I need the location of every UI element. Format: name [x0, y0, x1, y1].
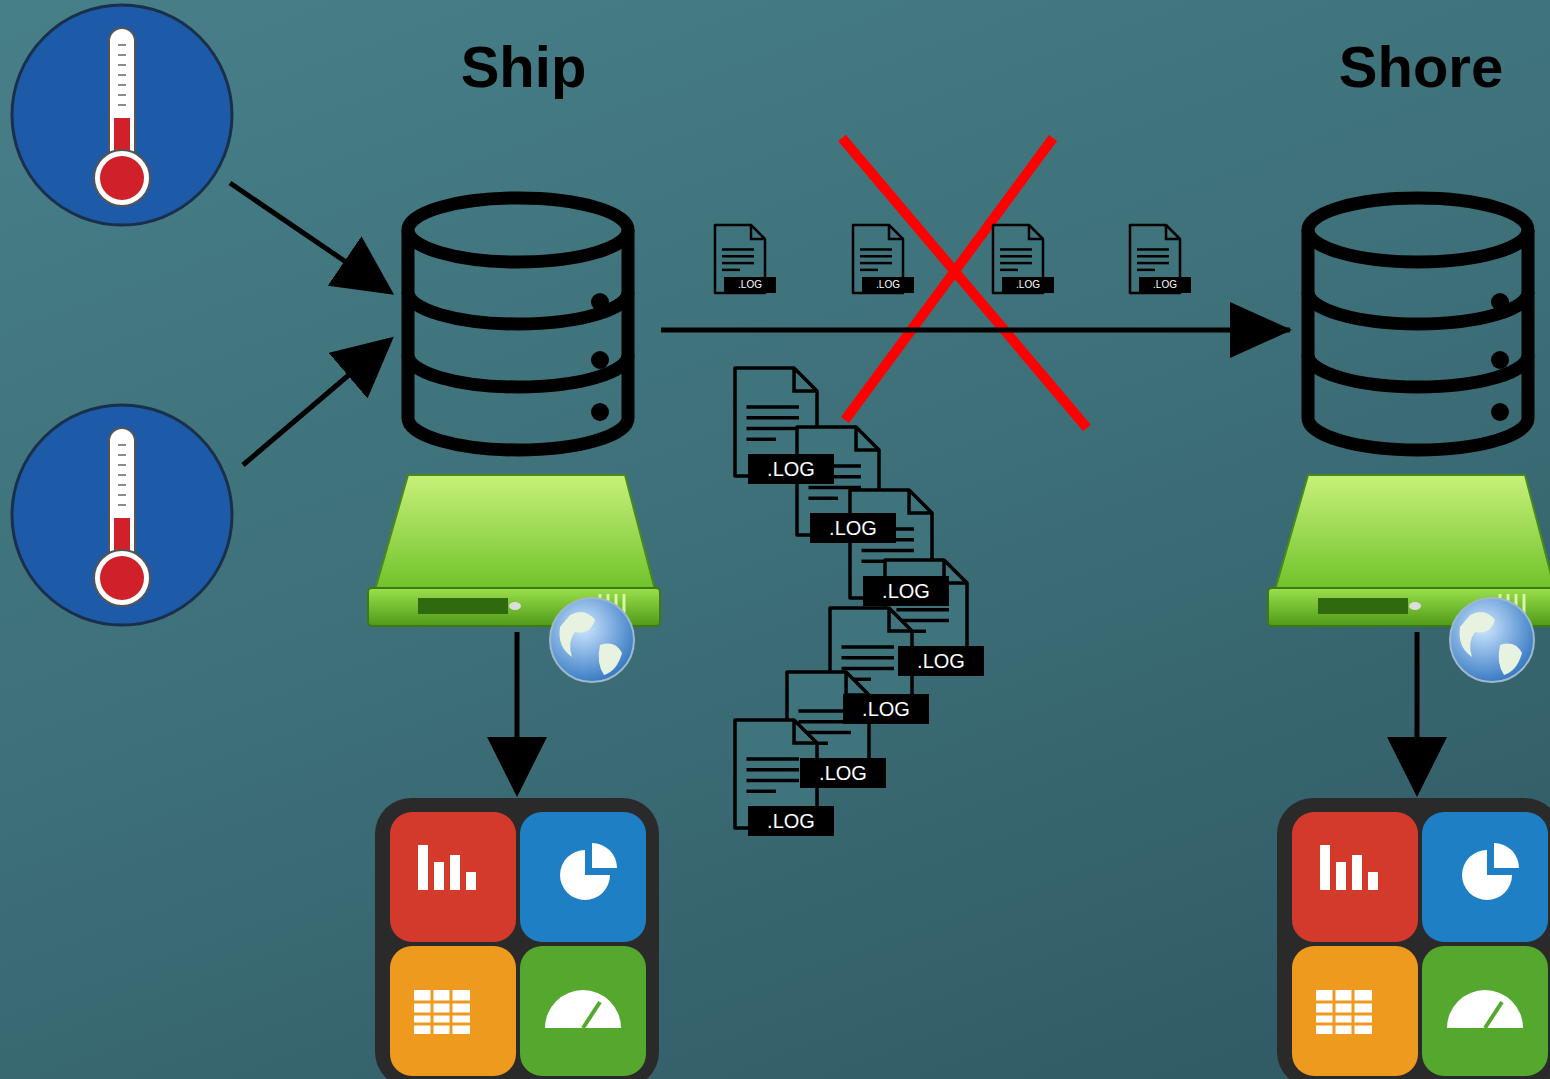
file-tag: .LOG — [843, 694, 929, 724]
file-tag: .LOG — [863, 576, 949, 606]
sensor-arrow — [230, 183, 390, 465]
database-node: Ship — [390, 38, 657, 460]
database-cylinder — [1300, 190, 1536, 458]
web-server — [1268, 475, 1550, 682]
database-cylinder — [400, 190, 636, 458]
file-tag: .LOG — [862, 277, 914, 293]
dashboard-icon — [1277, 798, 1550, 1079]
database-node: Shore — [1290, 38, 1550, 460]
node-heading: Shore — [1290, 38, 1550, 96]
thermometer-sensor — [12, 405, 232, 625]
output-arrow — [1415, 632, 1420, 792]
blocked-cross — [842, 138, 1087, 428]
dashboard-icon — [375, 798, 659, 1079]
file-tag: .LOG — [800, 758, 886, 788]
file-tag: .LOG — [1002, 277, 1054, 293]
web-server — [368, 475, 660, 682]
file-tag: .LOG — [748, 806, 834, 836]
file-tag: .LOG — [724, 277, 776, 293]
node-heading: Ship — [390, 38, 657, 96]
file-tag: .LOG — [810, 513, 896, 543]
file-tag: .LOG — [1139, 277, 1191, 293]
thermometer-sensor — [12, 5, 232, 225]
file-tag: .LOG — [748, 454, 834, 484]
file-tag: .LOG — [898, 646, 984, 676]
data-transfer-arrow — [661, 328, 1290, 333]
log-file-icons — [715, 225, 1180, 828]
output-arrow — [515, 632, 520, 792]
